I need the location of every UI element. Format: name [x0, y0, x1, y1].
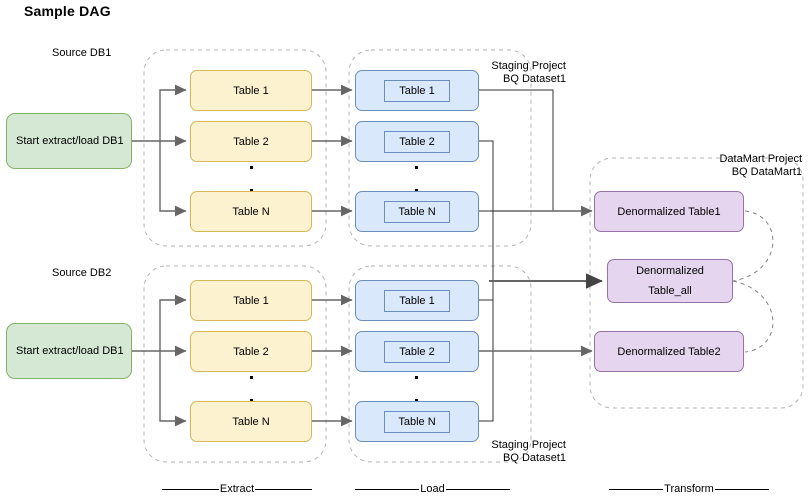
load-top-table-n-label: Table N	[398, 205, 436, 218]
extract-bottom-table-n[interactable]: Table N	[190, 401, 312, 442]
load-bottom-table-n[interactable]: Table N	[355, 401, 479, 442]
load-bottom-table-1-inner: Table 1	[384, 289, 450, 312]
load-bottom-table-n-inner: Table N	[384, 410, 450, 433]
start-node-db2[interactable]: Start extract/load DB1	[6, 323, 132, 379]
load-top-table-1[interactable]: Table 1	[355, 70, 479, 111]
extract-top-table-1[interactable]: Table 1	[190, 70, 312, 111]
extract-bottom-table-n-label: Table N	[232, 415, 270, 428]
extract-top-table-2-label: Table 2	[233, 135, 269, 148]
load-bottom-ellipsis	[414, 376, 418, 402]
label-source-db2: Source DB2	[52, 267, 112, 279]
extract-top-table-n-label: Table N	[232, 205, 270, 218]
load-bottom-table-n-label: Table N	[398, 415, 436, 428]
extract-bottom-table-2-label: Table 2	[233, 345, 269, 358]
extract-top-table-n[interactable]: Table N	[190, 191, 312, 232]
denormalized-table-all-label-line1: Denormalized	[636, 265, 704, 277]
load-bottom-table-1[interactable]: Table 1	[355, 280, 479, 321]
load-top-table-n-inner: Table N	[384, 200, 450, 223]
load-bottom-table-1-label: Table 1	[399, 294, 435, 307]
phase-transform-rule-right	[714, 488, 769, 490]
edge-ldbotN-to-all	[479, 281, 494, 422]
load-top-table-2[interactable]: Table 2	[355, 121, 479, 162]
edge-ldtop1-join	[479, 89, 554, 211]
load-top-ellipsis	[414, 166, 418, 192]
start-node-db2-label: Start extract/load DB1	[16, 345, 124, 357]
edge-start2-to-tablen	[159, 351, 187, 427]
phase-load-label: Load	[420, 483, 445, 495]
load-top-table-2-inner: Table 2	[384, 130, 450, 153]
phase-extract-rule-right	[255, 488, 313, 490]
denormalized-table1[interactable]: Denormalized Table1	[594, 191, 744, 232]
denormalized-table-all-label-line2: Table_all	[648, 285, 692, 297]
denormalized-table-all[interactable]: Denormalized Table_all	[607, 259, 733, 303]
phase-extract-rule-left	[162, 488, 219, 490]
extract-bottom-table-1-label: Table 1	[233, 294, 269, 307]
load-top-table-1-label: Table 1	[399, 84, 435, 97]
load-top-table-2-label: Table 2	[399, 135, 435, 148]
start-node-db1[interactable]: Start extract/load DB1	[6, 113, 132, 169]
phase-load: Load	[355, 483, 511, 495]
load-bottom-table-2-label: Table 2	[399, 345, 435, 358]
label-source-db1: Source DB1	[52, 47, 112, 59]
phase-extract-label: Extract	[219, 483, 255, 495]
phase-load-rule-right	[445, 488, 511, 490]
label-staging-top: Staging Project BQ Dataset1	[491, 60, 566, 85]
edge-start1-to-tablen	[159, 141, 187, 217]
phase-transform: Transform	[609, 483, 769, 495]
extract-top-table-2[interactable]: Table 2	[190, 121, 312, 162]
extract-top-ellipsis	[249, 166, 253, 192]
edge-start2-to-table1	[159, 294, 187, 351]
extract-bottom-table-2[interactable]: Table 2	[190, 331, 312, 372]
extract-bottom-table-1[interactable]: Table 1	[190, 280, 312, 321]
load-top-table-n[interactable]: Table N	[355, 191, 479, 232]
label-datamart: DataMart Project BQ DataMart1	[719, 153, 802, 178]
denormalized-table2-label: Denormalized Table2	[617, 345, 721, 358]
edge-start1-to-table1	[159, 84, 187, 141]
phase-transform-label: Transform	[664, 483, 714, 495]
load-bottom-table-2[interactable]: Table 2	[355, 331, 479, 372]
edge-ldtop2-to-all	[479, 140, 494, 281]
phase-extract: Extract	[162, 483, 313, 495]
phase-load-rule-left	[355, 488, 420, 490]
phase-transform-rule-left	[609, 488, 664, 490]
denormalized-table1-label: Denormalized Table1	[617, 205, 721, 218]
start-node-db1-label: Start extract/load DB1	[16, 135, 124, 147]
label-staging-bottom: Staging Project BQ Dataset1	[491, 439, 566, 464]
extract-top-table-1-label: Table 1	[233, 84, 269, 97]
extract-bottom-ellipsis	[249, 376, 253, 402]
load-top-table-1-inner: Table 1	[384, 79, 450, 102]
page-title: Sample DAG	[24, 3, 111, 19]
load-bottom-table-2-inner: Table 2	[384, 340, 450, 363]
denormalized-table2[interactable]: Denormalized Table2	[594, 331, 744, 372]
